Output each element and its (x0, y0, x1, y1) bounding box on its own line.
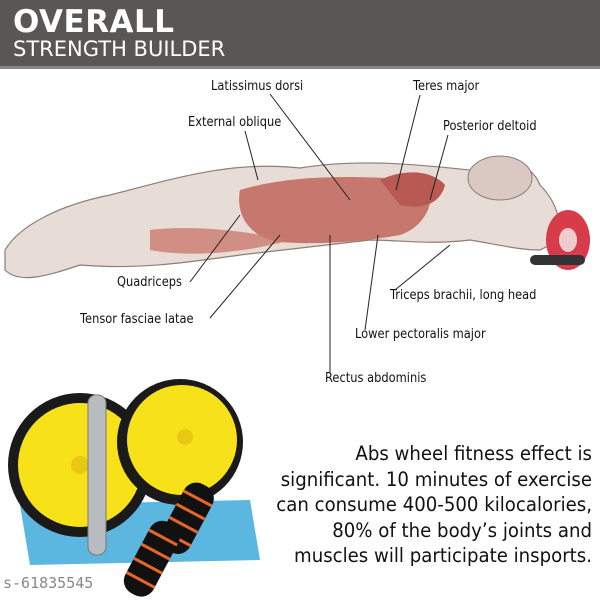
watermark: s-61835545 (3, 574, 94, 592)
label-external-oblique: External oblique (188, 115, 282, 130)
label-posterior-deltoid: Posterior deltoid (443, 119, 537, 134)
label-tensor-fasciae-latae: Tensor fasciae latae (80, 312, 194, 327)
description-line: Abs wheel fitness effect is (355, 442, 592, 465)
foam-grip (123, 520, 180, 597)
label-rectus-abdominis: Rectus abdominis (325, 371, 427, 386)
description-line: muscles will participate insports. (294, 544, 592, 568)
description-line: can consume 400-500 kilocalories, (276, 493, 592, 517)
anatomy-figure (4, 155, 590, 279)
header-banner: OVERALL STRENGTH BUILDER (0, 0, 600, 69)
label-teres-major: Teres major (413, 79, 480, 94)
description-line: 80% of the body’s joints and (332, 518, 592, 542)
header-title: OVERALL (13, 4, 175, 40)
steel-bar (87, 394, 107, 556)
label-triceps-brachii: Triceps brachii, long head (390, 288, 537, 303)
label-latissimus-dorsi: Latissimus dorsi (211, 79, 304, 94)
label-quadriceps: Quadriceps (117, 275, 182, 290)
leader-lines (189, 93, 451, 372)
description-line: significant. 10 minutes of exercise (280, 467, 592, 491)
header-subtitle: STRENGTH BUILDER (13, 37, 226, 61)
description-text: Abs wheel fitness effect is significant.… (257, 441, 592, 569)
label-lower-pectoralis-major: Lower pectoralis major (355, 327, 486, 342)
product-ab-wheel-kit (8, 379, 260, 597)
